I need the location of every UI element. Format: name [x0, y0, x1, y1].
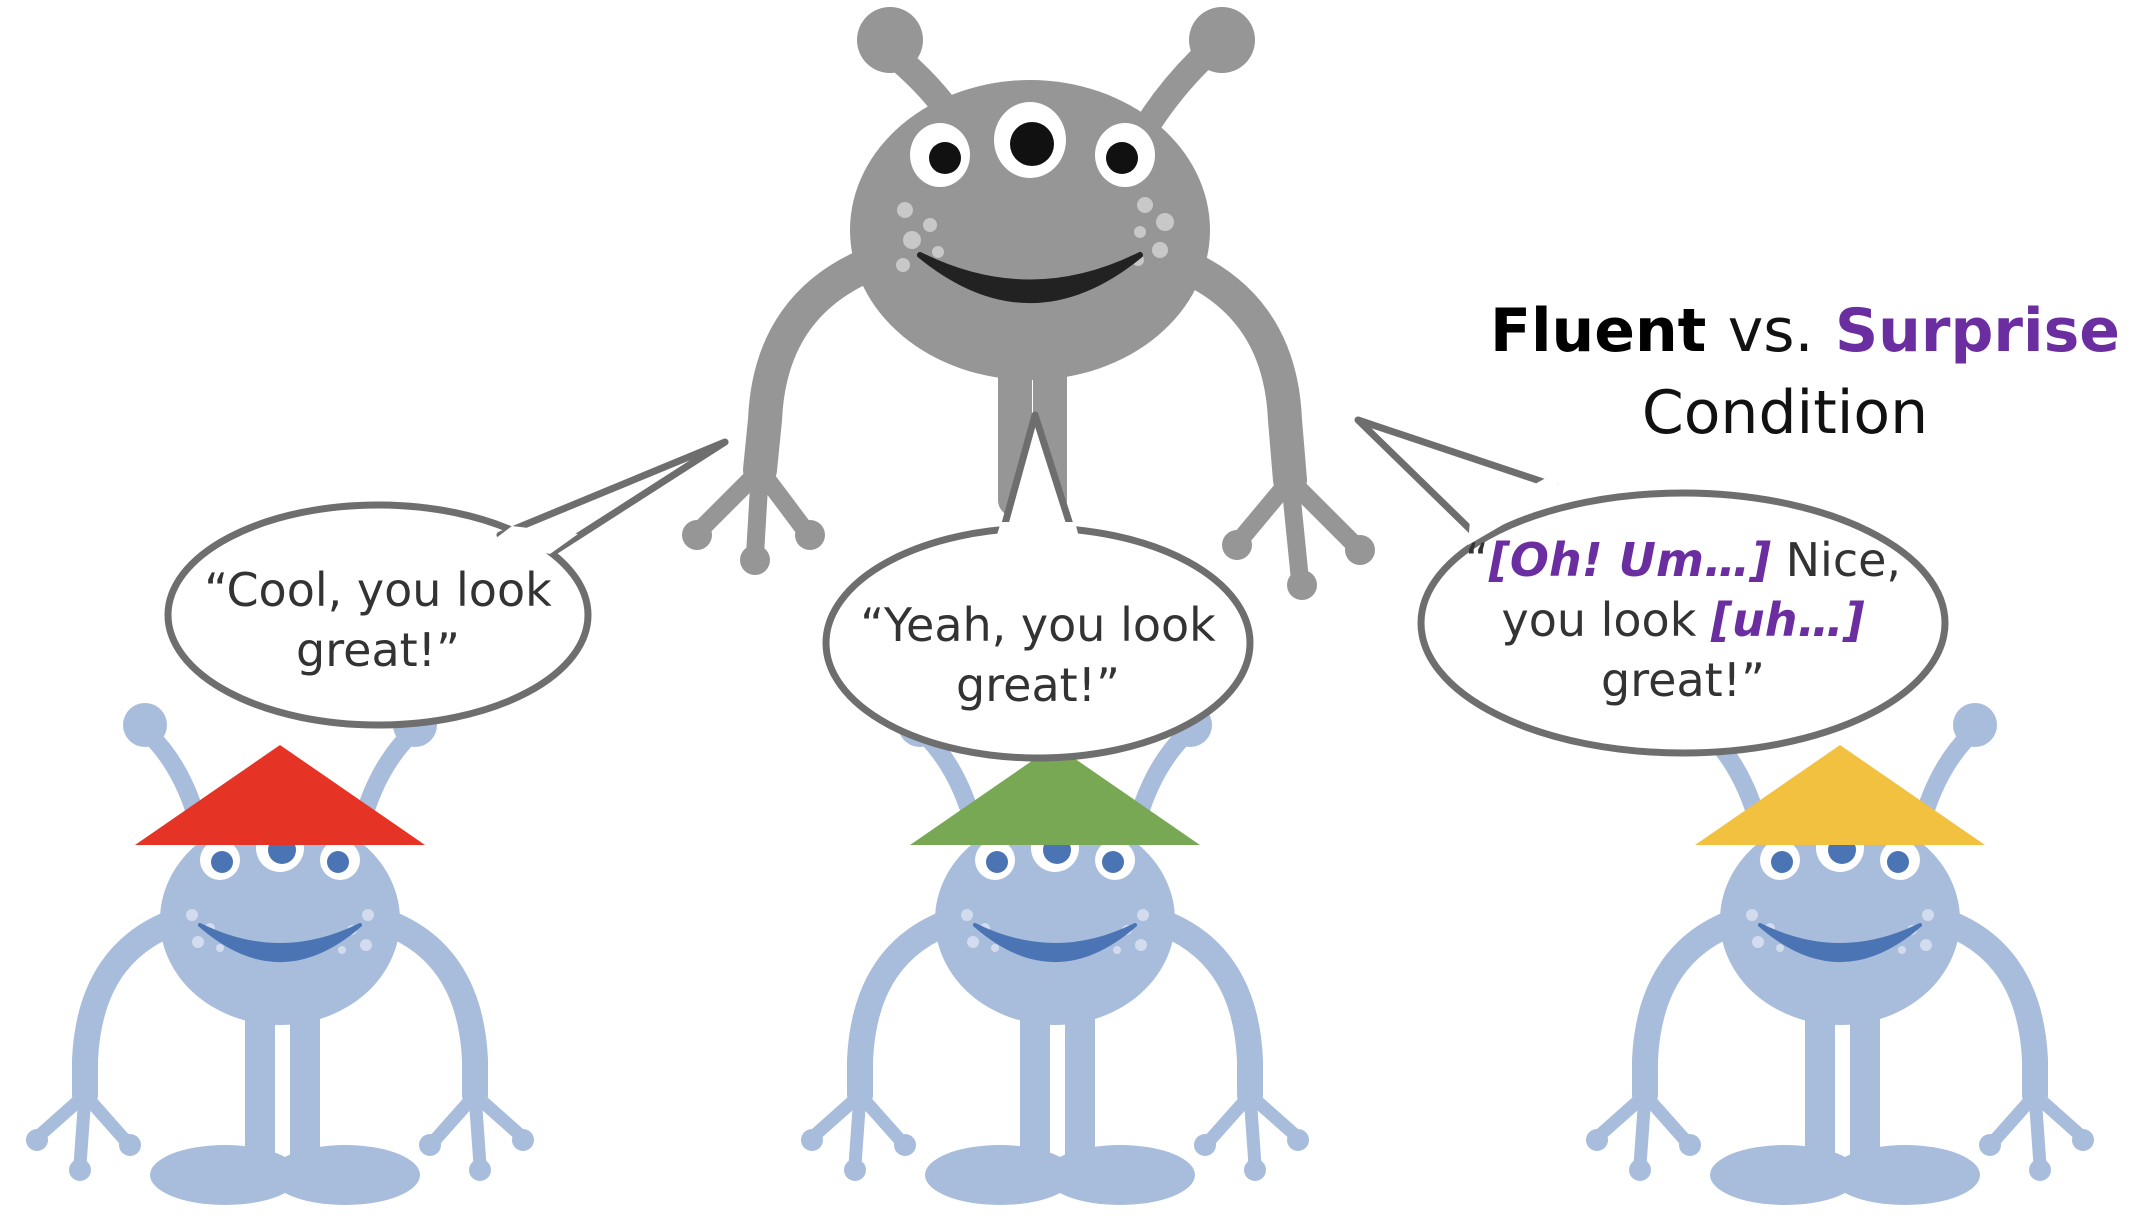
speech-bubble-middle — [822, 411, 1254, 762]
filler-oh-um: [Oh! Um…] — [1488, 533, 1771, 587]
bubble-middle-line2: great!” — [956, 658, 1120, 712]
condition-title-row: Fluent vs. Surprise — [1460, 290, 2140, 372]
green-hat-icon — [910, 745, 1200, 845]
condition-title: Fluent vs. Surprise Condition — [1460, 290, 2140, 454]
red-hat-icon — [135, 745, 425, 845]
bubble-middle-text: “Yeah, you look great!” — [848, 595, 1228, 715]
open-quote: “ — [1464, 533, 1489, 587]
bubble-left-line2: great!” — [296, 623, 460, 677]
bubble-left-text: “Cool, you look great!” — [188, 560, 568, 680]
bubble-middle-line1: “Yeah, you look — [860, 598, 1216, 652]
fluent-label: Fluent — [1490, 296, 1707, 366]
nice-text: Nice, — [1771, 533, 1902, 587]
bubble-right-line3: great!” — [1601, 653, 1765, 707]
bubble-right-line2: you look [uh…] — [1463, 590, 1903, 650]
filler-uh: [uh…] — [1710, 593, 1865, 647]
bubble-right-text: “[Oh! Um…] Nice, you look [uh…] great!” — [1463, 530, 1903, 710]
bubble-left-line1: “Cool, you look — [204, 563, 552, 617]
condition-label: Condition — [1641, 378, 1929, 448]
speech-bubble-right — [1354, 416, 1949, 757]
vs-label: vs. — [1727, 296, 1814, 366]
bubble-right-line1: “[Oh! Um…] Nice, — [1463, 530, 1903, 590]
surprise-label: Surprise — [1834, 296, 2120, 366]
speech-bubble-left — [164, 438, 729, 729]
you-look-text: you look — [1501, 593, 1711, 647]
yellow-hat-icon — [1695, 745, 1985, 845]
